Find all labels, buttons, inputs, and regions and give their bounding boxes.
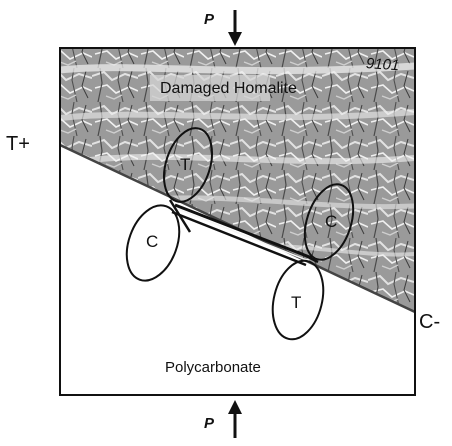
specimen-outline xyxy=(59,47,416,396)
marker-upper-left: T xyxy=(163,127,213,203)
top-load-arrow xyxy=(228,10,242,46)
marker-label: C xyxy=(146,232,158,251)
specimen-id-label: 9101 xyxy=(365,55,399,74)
right-edge-label: C- xyxy=(419,311,440,333)
lower-material-label: Polycarbonate xyxy=(165,359,261,376)
load-label-top: P xyxy=(204,11,215,28)
interface-crack xyxy=(168,199,319,267)
load-label-bottom: P xyxy=(204,415,215,432)
marker-upper-right: C xyxy=(303,183,355,261)
marker-lower-right: T xyxy=(271,259,325,341)
upper-material-label: Damaged Homalite xyxy=(160,80,297,97)
marker-left: C xyxy=(125,204,181,282)
marker-label: T xyxy=(180,155,190,174)
bottom-load-arrow xyxy=(228,400,242,438)
marker-label: T xyxy=(291,293,301,312)
marker-label: C xyxy=(325,212,337,231)
left-edge-label: T+ xyxy=(6,133,30,155)
